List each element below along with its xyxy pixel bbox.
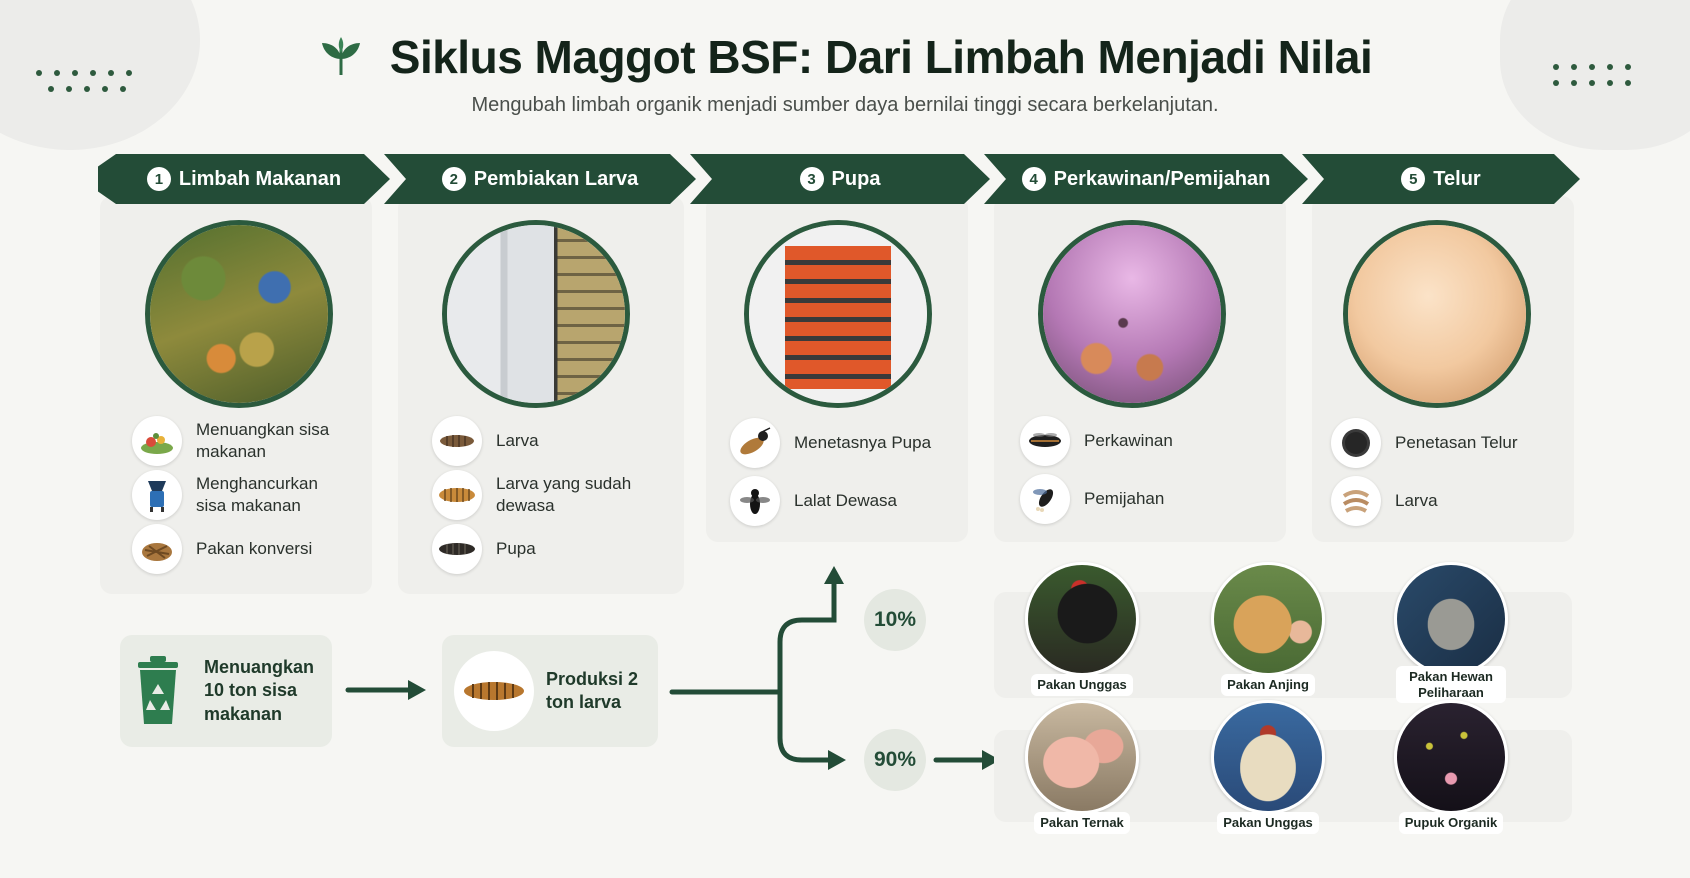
- steps-bar: 1 Limbah Makanan 2 Pembiakan Larva 3 Pup…: [98, 154, 1580, 204]
- decor-dots-left: [36, 70, 132, 92]
- step3-item-2: Lalat Dewasa: [730, 476, 934, 526]
- mating-flies-icon: [1020, 416, 1070, 466]
- output-livestock-feed: Pakan Ternak: [1023, 700, 1141, 834]
- output-poultry-feed-bottom: Pakan Unggas: [1209, 700, 1327, 834]
- step-tab-1: 1 Limbah Makanan: [98, 154, 390, 204]
- food-scraps-icon: [132, 416, 182, 466]
- step1-item-3: Pakan konversi: [132, 524, 336, 574]
- split-bottom-percent: 90%: [864, 729, 926, 791]
- eggs-photo: [1343, 220, 1531, 408]
- step4-item-2: Pemijahan: [1020, 474, 1224, 524]
- decor-blob-right: [1500, 0, 1690, 150]
- output-dog-feed: Pakan Anjing: [1209, 562, 1327, 696]
- mating-cage-photo: [1038, 220, 1226, 408]
- larva-production-icon: [454, 651, 534, 731]
- larva-breeding-room-photo: [442, 220, 630, 408]
- step5-item-2: Larva: [1331, 476, 1535, 526]
- pupa-icon: [432, 524, 482, 574]
- decor-dots-right: [1553, 64, 1631, 86]
- food-waste-photo: [145, 220, 333, 408]
- larva-production-box: Produksi 2 ton larva: [442, 635, 658, 747]
- step4-item-1: Perkawinan: [1020, 416, 1224, 466]
- step-tab-4: 4 Perkawinan/Pemijahan: [984, 154, 1308, 204]
- hatching-pupa-icon: [730, 418, 780, 468]
- step-tab-3: 3 Pupa: [690, 154, 990, 204]
- egg-hatching-icon: [1331, 418, 1381, 468]
- spawning-fly-icon: [1020, 474, 1070, 524]
- leaf-icon: [321, 37, 360, 75]
- recycle-bin-icon: [138, 656, 178, 724]
- input-waste-box: Menuangkan 10 ton sisa makanan: [120, 635, 332, 747]
- split-top-percent: 10%: [864, 589, 926, 651]
- step1-item-1: Menuangkan sisa makanan: [132, 416, 336, 466]
- step1-item-2: Menghancurkan sisa makanan: [132, 470, 336, 520]
- mature-larva-icon: [432, 470, 482, 520]
- header: Siklus Maggot BSF: Dari Limbah Menjadi N…: [0, 30, 1690, 117]
- page-subtitle: Mengubah limbah organik menjadi sumber d…: [471, 94, 1219, 116]
- output-pet-feed: Pakan Hewan Peliharaan: [1392, 562, 1510, 704]
- page-title: Siklus Maggot BSF: Dari Limbah Menjadi N…: [389, 31, 1373, 83]
- young-larva-icon: [1331, 476, 1381, 526]
- output-poultry-feed-top: Pakan Unggas: [1023, 562, 1141, 696]
- pupa-rack-photo: [744, 220, 932, 408]
- step-tab-2: 2 Pembiakan Larva: [384, 154, 696, 204]
- step-tab-5: 5 Telur: [1302, 154, 1580, 204]
- step2-item-1: Larva: [432, 416, 636, 466]
- shredder-machine-icon: [132, 470, 182, 520]
- larva-icon: [432, 416, 482, 466]
- output-organic-fertilizer: Pupuk Organik: [1392, 700, 1510, 834]
- adult-fly-icon: [730, 476, 780, 526]
- step2-item-2: Larva yang sudah dewasa: [432, 470, 636, 520]
- feed-pellets-icon: [132, 524, 182, 574]
- step3-item-1: Menetasnya Pupa: [730, 418, 934, 468]
- step5-item-1: Penetasan Telur: [1331, 418, 1535, 468]
- step2-item-3: Pupa: [432, 524, 636, 574]
